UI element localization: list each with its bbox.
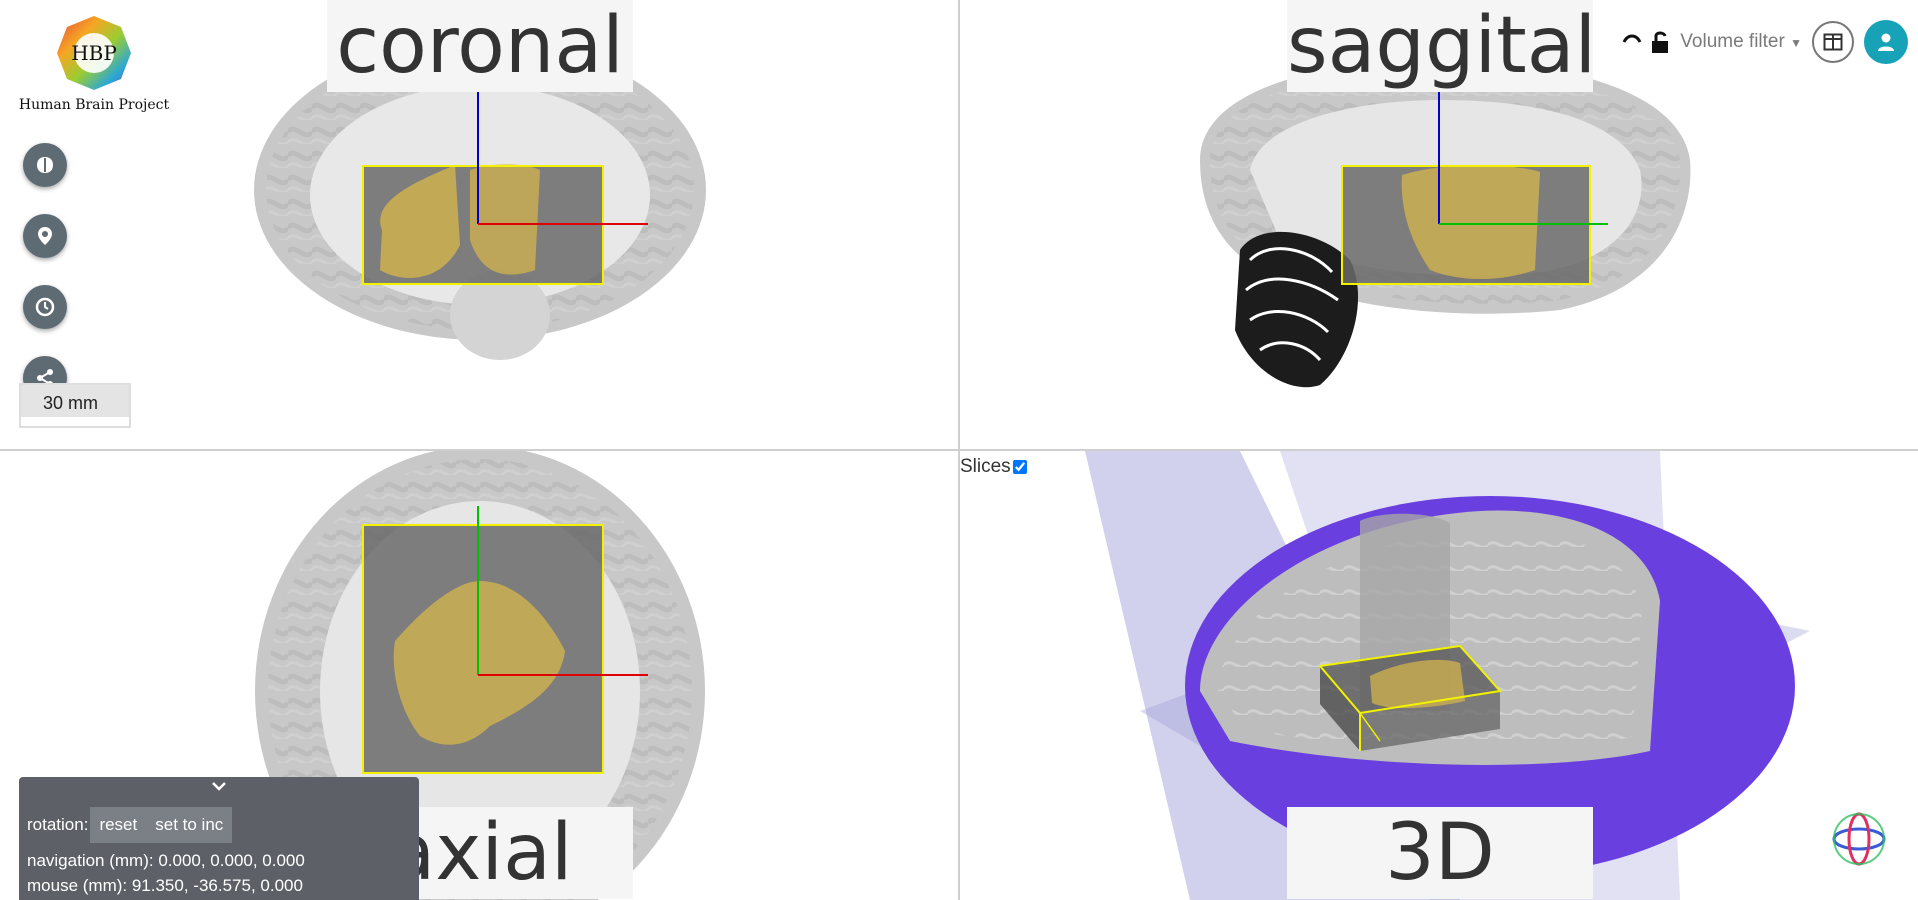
slices-toggle[interactable]: Slices bbox=[960, 456, 1027, 478]
location-pin-icon bbox=[38, 227, 52, 245]
3d-view-label: 3D bbox=[1287, 807, 1593, 899]
volume-filter-label: Volume filter bbox=[1680, 31, 1785, 52]
location-button[interactable] bbox=[23, 214, 67, 258]
coronal-view-label: coronal bbox=[327, 0, 633, 92]
orientation-gizmo-icon[interactable] bbox=[1830, 810, 1888, 868]
logo-text: Human Brain Project bbox=[18, 97, 170, 113]
slices-label: Slices bbox=[960, 456, 1011, 477]
top-toolbar: Volume filter ▼ bbox=[1622, 20, 1918, 64]
user-icon bbox=[1878, 33, 1894, 51]
collapse-chevron-icon[interactable] bbox=[211, 779, 227, 797]
sagittal-view-label: saggital bbox=[1287, 0, 1597, 92]
layout-icon bbox=[1823, 33, 1843, 51]
history-icon bbox=[35, 297, 55, 317]
navigation-readout: navigation (mm): 0.000, 0.000, 0.000 bbox=[27, 851, 305, 870]
reset-button[interactable]: reset bbox=[90, 807, 147, 843]
slices-checkbox[interactable] bbox=[1012, 460, 1027, 474]
svg-text:HBP: HBP bbox=[71, 41, 117, 65]
brain-icon bbox=[37, 157, 53, 173]
brain-button[interactable] bbox=[23, 143, 67, 187]
volume-filter-dropdown[interactable]: Volume filter ▼ bbox=[1680, 31, 1802, 53]
sagittal-view[interactable]: saggital bbox=[960, 0, 1918, 449]
3d-roi-box bbox=[1319, 644, 1502, 751]
horizontal-divider[interactable] bbox=[0, 449, 1918, 451]
chevron-down-icon: ▼ bbox=[1790, 36, 1802, 50]
unlock-icon[interactable] bbox=[1648, 29, 1674, 55]
history-button[interactable] bbox=[23, 285, 67, 329]
hbp-logo-mark: HBP bbox=[57, 16, 131, 90]
scale-bar: 30 mm bbox=[19, 383, 131, 428]
3d-view[interactable]: Slices 3D bbox=[960, 451, 1918, 900]
navigation-panel: rotation: reset set to inc navigation (m… bbox=[19, 777, 419, 900]
layout-toggle-button[interactable] bbox=[1812, 21, 1854, 63]
user-button[interactable] bbox=[1864, 20, 1908, 64]
hbp-logo[interactable]: HBP Human Brain Project bbox=[14, 14, 174, 113]
set-to-inc-button[interactable]: set to inc bbox=[146, 807, 233, 843]
eye-icon[interactable] bbox=[1622, 30, 1642, 54]
scale-bar-text: 30 mm bbox=[43, 393, 99, 413]
mouse-readout: mouse (mm): 91.350, -36.575, 0.000 bbox=[27, 876, 303, 895]
rotation-label: rotation: bbox=[27, 815, 89, 834]
axial-roi-box bbox=[362, 524, 604, 774]
coronal-view[interactable]: coronal bbox=[0, 0, 958, 449]
